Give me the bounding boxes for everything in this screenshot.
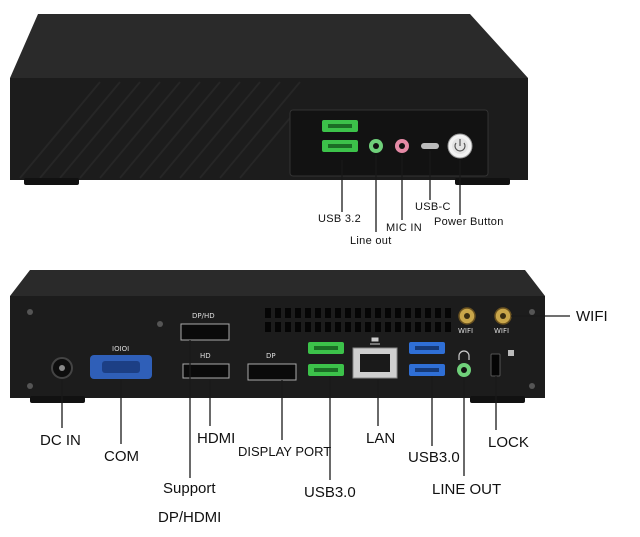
screw-icon — [27, 383, 33, 389]
label-wifi: WIFI — [576, 308, 608, 325]
displayport-port[interactable] — [247, 363, 297, 381]
front-foot-left — [24, 178, 79, 185]
rear-vent — [265, 308, 451, 332]
marking-com-pins: IOIOI — [112, 345, 130, 353]
network-icon — [370, 337, 380, 345]
marking-dphd: DP/HD — [192, 312, 215, 320]
chassis-top-surface — [10, 14, 528, 78]
label-dc-in: DC IN — [40, 432, 81, 449]
front-lead-lines — [341, 151, 461, 232]
lock-slot[interactable] — [490, 353, 501, 377]
label-usb30-left: USB3.0 — [304, 484, 356, 501]
screw-icon — [157, 321, 163, 327]
label-line-out-front: Line out — [350, 235, 392, 247]
headphone-icon — [458, 350, 470, 360]
marking-wifi-ant-2: WIFI — [494, 327, 510, 335]
label-lock: LOCK — [488, 434, 529, 451]
rear-chassis-top — [10, 270, 545, 296]
hdmi-port[interactable] — [182, 363, 230, 379]
label-usbc: USB-C — [415, 201, 451, 213]
label-display-port: DISPLAY PORT — [238, 444, 332, 459]
dp-hdmi-module-port[interactable] — [180, 323, 230, 341]
label-support-dp-hdmi: DP/HDMI — [158, 509, 222, 526]
label-line-out-rear: LINE OUT — [432, 481, 502, 498]
screw-icon — [27, 309, 33, 315]
label-usb30-right: USB3.0 — [408, 449, 460, 466]
power-icon — [454, 142, 466, 152]
label-com: COM — [104, 448, 139, 465]
screw-icon — [529, 383, 535, 389]
marking-wifi-ant-1: WIFI — [458, 327, 474, 335]
rear-lead-lines — [61, 315, 570, 480]
front-view-device: USB 3.2 Line out MIC IN USB-C Power Butt… — [10, 14, 528, 247]
label-support: Support — [163, 480, 216, 497]
screw-icon — [529, 309, 535, 315]
front-texture — [19, 81, 301, 179]
label-mic-in: MIC IN — [386, 222, 423, 234]
lock-icon — [508, 350, 514, 356]
usbc-port[interactable] — [421, 143, 439, 149]
front-foot-right — [455, 178, 510, 185]
marking-hd: HD — [200, 352, 211, 360]
label-lan: LAN — [366, 430, 396, 447]
label-hdmi: HDMI — [197, 430, 236, 447]
label-power-button: Power Button — [434, 216, 504, 228]
rear-view-device: DP/HD HD DP IOIOI WIFI WIFI WIFI DC IN C… — [0, 268, 640, 537]
marking-dp: DP — [266, 352, 276, 360]
label-usb32: USB 3.2 — [318, 213, 362, 225]
